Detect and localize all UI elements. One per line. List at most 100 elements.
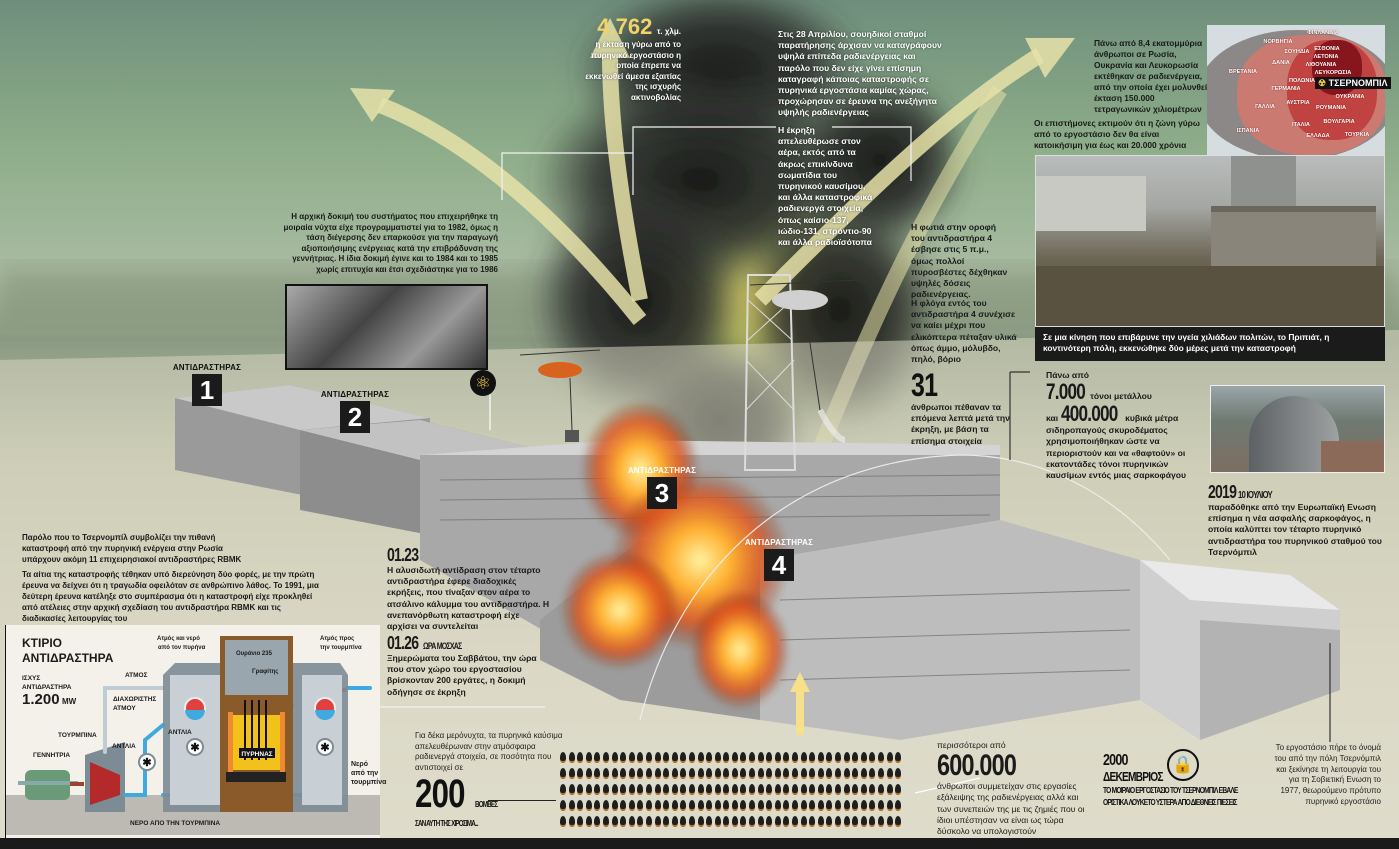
deaths-number: 31 <box>911 367 938 403</box>
bomb-icon <box>860 800 867 811</box>
explosion-text: Η έκρηξη απελευθέρωσε στον αέρα, εκτός α… <box>778 125 873 248</box>
bomb-icon <box>800 784 807 795</box>
steam-label: ΑΤΜΟΣ <box>125 672 148 679</box>
area-text: η έκταση γύρω από το πυρηνικό εργοστάσιο… <box>585 40 681 102</box>
bomb-icon <box>749 816 756 827</box>
steam-water-label: Ατμός και νερό <box>157 636 200 642</box>
bomb-icon <box>869 800 876 811</box>
bomb-icon <box>628 752 635 763</box>
water-from-turbine-label: Νερό <box>351 761 368 768</box>
map-country-label: ΑΥΣΤΡΙΑ <box>1286 100 1310 106</box>
reactor-label-text: ΑΝΤΙΔΡΑΣΤΗΡΑΣ <box>172 363 242 372</box>
bomb-icon <box>594 752 601 763</box>
bomb-icon <box>628 784 635 795</box>
name-origin-text: Το εργοστάσιο πήρε το όνομά του από την … <box>1274 743 1381 806</box>
bomb-icon <box>620 752 627 763</box>
bomb-icon <box>654 752 661 763</box>
reactor-number: 1 <box>192 374 222 406</box>
generator-label: ΓΕΝΝΗΤΡΙΑ <box>33 752 70 759</box>
bomb-icon <box>620 816 627 827</box>
bomb-icon <box>697 784 704 795</box>
bomb-icon <box>714 768 721 779</box>
bomb-icon <box>792 816 799 827</box>
bomb-icon <box>620 784 627 795</box>
bomb-icon <box>714 784 721 795</box>
bomb-icon <box>568 752 575 763</box>
bomb-icon <box>637 768 644 779</box>
bomb-icon <box>680 784 687 795</box>
bomb-icon <box>749 768 756 779</box>
bomb-icon <box>792 800 799 811</box>
timeline-time: 01.23 <box>387 545 419 565</box>
bomb-icon <box>852 784 859 795</box>
bomb-icon <box>688 816 695 827</box>
power-value: 1.200 <box>22 691 60 708</box>
reactor-building-diagram: ✱ ✱ ✱ ΚΤΙΡΙΟ ΑΝΤΙΔΡΑΣΤΗΡΑ ΙΣΧΥΣ ΑΝΤΙΔΡΑΣ… <box>5 625 387 838</box>
atom-icon: ⚛ <box>470 370 496 396</box>
bomb-icon <box>611 752 618 763</box>
bomb-icon <box>585 816 592 827</box>
concrete-unit: κυβικά μέτρα <box>1125 413 1179 424</box>
bomb-icon <box>886 816 893 827</box>
pump-icon: ✱ <box>138 753 156 771</box>
bomb-icon <box>774 768 781 779</box>
separator-label: ΑΤΜΟΥ <box>113 705 136 712</box>
map-country-label: ΛΙΘΟΥΑΝΙΑ <box>1305 62 1337 68</box>
bomb-icon <box>585 800 592 811</box>
bomb-icon <box>577 784 584 795</box>
bombs-number: 200 <box>415 772 466 816</box>
map-country-label: ΙΣΠΑΝΙΑ <box>1236 128 1260 134</box>
map-country-label: ΒΟΥΛΓΑΡΙΑ <box>1323 119 1355 125</box>
map-country-label: ΓΕΡΜΑΝΙΑ <box>1271 86 1301 92</box>
concrete-number: 400.000 <box>1060 401 1118 427</box>
closure-year: 2000 <box>1103 752 1128 769</box>
bomb-icon <box>688 784 695 795</box>
bomb-icon <box>585 752 592 763</box>
bomb-icon <box>585 784 592 795</box>
new-shelter-photo <box>1210 385 1385 473</box>
bomb-icon <box>877 768 884 779</box>
area-number: 4.762 <box>597 14 653 39</box>
bomb-icon <box>663 768 670 779</box>
bomb-icon <box>697 800 704 811</box>
bomb-icon <box>766 816 773 827</box>
map-country-label: ΓΑΛΛΙΑ <box>1255 104 1275 110</box>
power-unit: MW <box>62 697 77 706</box>
bomb-icon <box>560 768 566 779</box>
bomb-icon <box>560 752 566 763</box>
bomb-icon <box>860 752 867 763</box>
bomb-icon <box>560 800 566 811</box>
and-text: και <box>1046 413 1059 424</box>
bomb-icon <box>835 768 841 779</box>
initial-test-text: Η αρχική δοκιμή του συστήματος που επιχε… <box>283 212 498 274</box>
bomb-icon <box>809 768 816 779</box>
bomb-icon <box>688 800 695 811</box>
bomb-icon <box>645 752 652 763</box>
bomb-icon <box>740 800 747 811</box>
bomb-icon <box>637 816 644 827</box>
bomb-icon <box>817 800 824 811</box>
water-from-turbine-label: από την <box>351 770 378 777</box>
svg-text:✱: ✱ <box>320 742 329 754</box>
uranium-label: Ουράνιο 235 <box>236 651 273 657</box>
bomb-icon <box>611 816 618 827</box>
map-country-label: ΛΕΥΚΟΡΩΣΙΑ <box>1314 70 1352 76</box>
bomb-icon <box>680 768 687 779</box>
bomb-icon <box>594 784 601 795</box>
map-country-label: ΔΑΝΙΑ <box>1272 60 1290 66</box>
bomb-icon <box>817 768 824 779</box>
pump-icon: ✱ <box>316 738 334 756</box>
bomb-icon <box>585 768 592 779</box>
map-background <box>1207 25 1385 155</box>
graphite-label: Γραφίτης <box>252 669 278 675</box>
bomb-icon <box>835 752 841 763</box>
chernobyl-label: ΤΣΕΡΝΟΜΠΙΛ <box>1328 78 1388 88</box>
bomb-icon <box>628 768 635 779</box>
bomb-icon <box>852 800 859 811</box>
bomb-icon <box>766 800 773 811</box>
bomb-icon <box>766 752 773 763</box>
bomb-icon <box>654 784 661 795</box>
roof-fire-text: Η φωτιά στην οροφή του αντιδραστήρα 4 έσ… <box>911 222 1008 300</box>
